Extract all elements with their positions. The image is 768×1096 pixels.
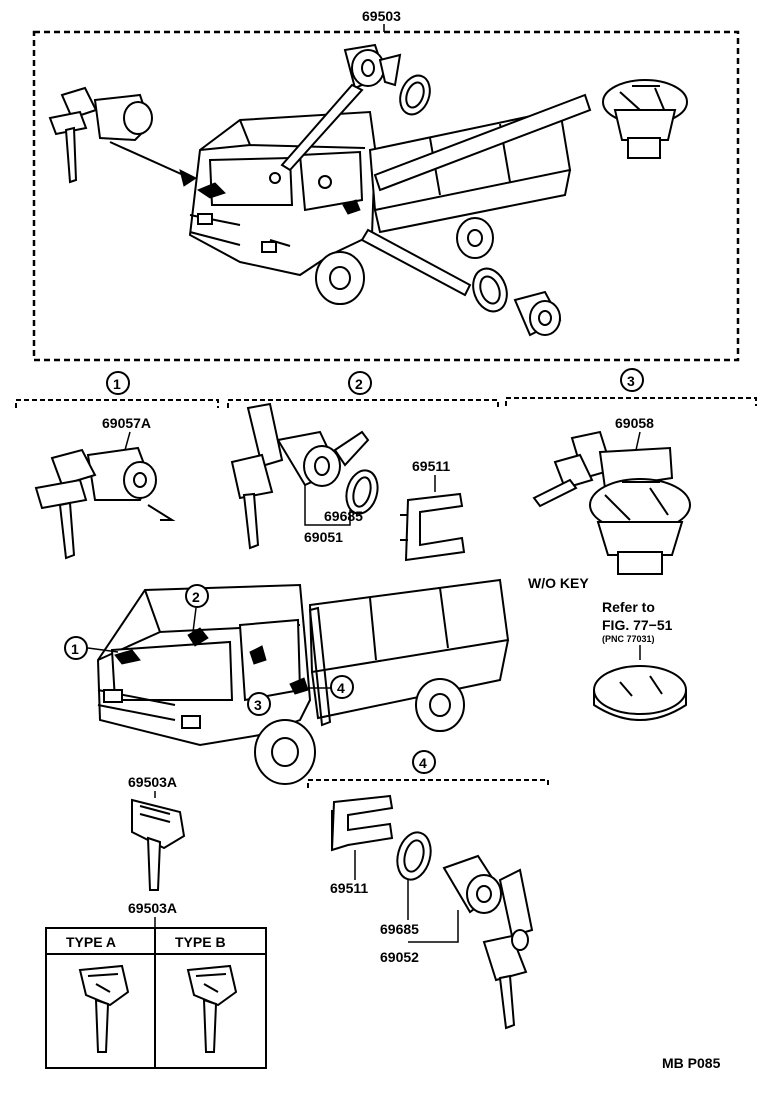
top-fuel-cap-icon <box>373 79 688 192</box>
top-assembly-dashed-frame <box>32 30 740 362</box>
key-types-table: 69503A TYPE A TYPE B <box>45 900 267 1069</box>
key-type-b-label: TYPE B <box>175 934 226 950</box>
group-4-circle <box>412 750 436 774</box>
refer-to-note: Refer to FIG. 77−51 (PNC 77031) <box>593 599 687 721</box>
key-type-a-icon <box>78 964 130 1053</box>
callout-3-number: 3 <box>254 697 262 713</box>
group-4: 4 69511 69685 69052 <box>307 750 549 1030</box>
group-brackets: 1 2 3 <box>15 368 757 408</box>
group-1-number: 1 <box>113 376 121 392</box>
part-label-retainer-upper: 69511 <box>412 458 450 474</box>
truck-callouts: 1 2 3 4 <box>64 584 354 716</box>
figure-code: MB P085 <box>662 1055 721 1071</box>
ignition-cylinder-part: 69057A <box>34 415 176 560</box>
key-type-a-label: TYPE A <box>66 934 116 950</box>
top-ignition-cylinder-icon <box>48 86 197 187</box>
callout-4-number: 4 <box>337 680 345 696</box>
group-1-bracket <box>15 399 219 408</box>
part-label-key-blank: 69503A <box>128 774 177 790</box>
group-3-bracket <box>505 397 757 406</box>
callout-2-number: 2 <box>192 589 200 605</box>
callout-4-circle <box>330 675 354 699</box>
group-3-number: 3 <box>627 373 635 389</box>
refer-line-1: Refer to <box>602 599 655 615</box>
door-lock-left-part: 69685 69051 <box>230 402 379 550</box>
fuel-cap-lock-part: 69058 W/O KEY <box>528 415 691 591</box>
retainer-lower-part: 69511 <box>330 794 394 896</box>
retainer-upper-part: 69511 <box>400 458 466 562</box>
top-assembly-group: 69503 <box>32 8 740 362</box>
without-key-label: W/O KEY <box>528 575 589 591</box>
group-4-bracket <box>307 779 549 788</box>
refer-line-3: (PNC 77031) <box>602 634 655 644</box>
truck-center-illustration <box>87 578 510 785</box>
group-3-circle <box>620 368 644 392</box>
callout-1-circle <box>64 636 88 660</box>
part-label-door-lock-left: 69051 <box>304 529 343 545</box>
key-type-b-icon <box>186 964 238 1053</box>
group-2-bracket <box>227 399 499 408</box>
callout-1-number: 1 <box>71 641 79 657</box>
part-label-gasket-upper: 69685 <box>324 508 363 524</box>
part-label-door-lock-right: 69052 <box>380 949 419 965</box>
callout-3-circle <box>247 692 271 716</box>
door-lock-right-part: 69052 <box>380 854 534 1030</box>
top-door-lock-right-icon <box>360 228 562 337</box>
refer-line-2: FIG. 77−51 <box>602 617 673 633</box>
part-label-fuel-cap-lock: 69058 <box>615 415 654 431</box>
group-1-circle <box>106 371 130 395</box>
fuel-cap-without-key-icon <box>593 665 687 715</box>
group-4-number: 4 <box>419 755 427 771</box>
part-label-retainer-lower: 69511 <box>330 880 368 896</box>
key-types-header-number: 69503A <box>128 900 177 916</box>
callout-2-circle <box>185 584 209 608</box>
top-door-cylinder-icon <box>280 43 431 172</box>
group-2-circle <box>348 371 372 395</box>
part-label-gasket-lower: 69685 <box>380 921 419 937</box>
gasket-lower-part: 69685 <box>380 831 432 937</box>
top-assembly-number: 69503 <box>362 8 401 24</box>
part-label-ignition-cylinder: 69057A <box>102 415 151 431</box>
key-blank-part: 69503A <box>128 774 186 891</box>
group-2-number: 2 <box>355 376 363 392</box>
